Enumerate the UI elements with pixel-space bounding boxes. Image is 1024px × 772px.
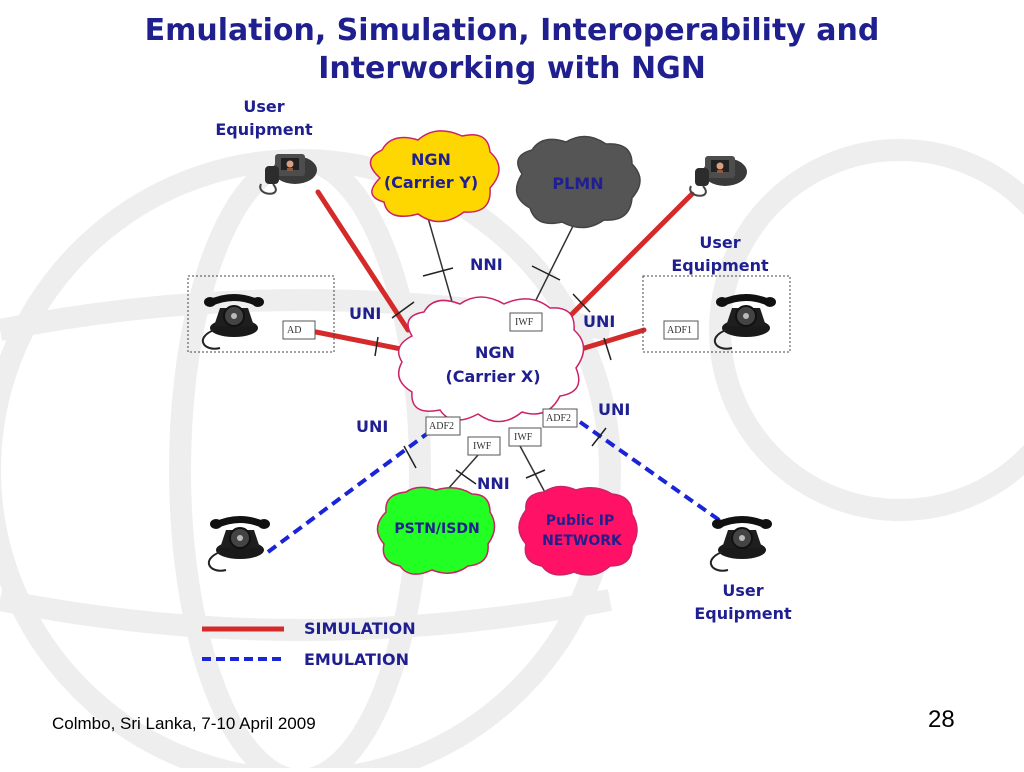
rotary-phone-icon-bottomright [709, 515, 773, 572]
link-ngn-y [427, 217, 456, 313]
uni-label-right-top: UNI [583, 312, 615, 331]
pstn-label: PSTN/ISDN [394, 521, 479, 537]
tick-nni-y [422, 267, 454, 277]
emu-link-right [578, 420, 724, 524]
ue-label-topleft-2: Equipment [215, 120, 313, 139]
legend-simulation-label: SIMULATION [304, 619, 416, 638]
cloud-ngn-carrier-x: NGN (Carrier X) [397, 296, 585, 423]
plmn-label: PLMN [552, 174, 603, 193]
box-iwf-right: IWF [508, 427, 542, 447]
cloud-public-ip: Public IP NETWORK [518, 485, 638, 576]
ue-label-right-2: Equipment [671, 256, 769, 275]
background-globe-watermark [0, 139, 1024, 772]
ue-label-bottomright-1: User [722, 581, 763, 600]
slide-title-line-2: Interworking with NGN [318, 51, 706, 86]
interface-boxes: AD ADF1 IWF ADF2 IWF IWF ADF2 [282, 312, 699, 456]
public-ip-label-2: NETWORK [542, 533, 623, 549]
simulation-links [313, 189, 695, 353]
tick-uni-r [603, 337, 612, 361]
emulation-links [266, 420, 724, 554]
sim-link-phone-left [313, 329, 409, 353]
sim-link-ue-topleft [315, 189, 411, 333]
box-adf1-label: ADF1 [667, 325, 692, 336]
box-adf2-right-label: ADF2 [546, 413, 571, 424]
tick-uni-tr [572, 293, 591, 313]
ue-label-topleft-1: User [243, 97, 284, 116]
uni-label-left-top: UNI [349, 304, 381, 323]
box-adf2-left-label: ADF2 [429, 421, 454, 432]
tick-uni-tl [391, 301, 415, 319]
ngn-x-label-2: (Carrier X) [445, 367, 540, 386]
tick-nni-plmn [531, 265, 561, 281]
box-ad: AD [282, 320, 316, 340]
box-iwf-top: IWF [509, 312, 543, 332]
ue-label-bottomright-2: Equipment [694, 604, 792, 623]
sim-link-phone-right [575, 327, 647, 353]
cloud-ngn-carrier-y: NGN (Carrier Y) [369, 130, 500, 223]
public-ip-label-1: Public IP [546, 513, 615, 529]
cloud-plmn: PLMN [515, 135, 641, 229]
tick-nni-ip [525, 469, 546, 479]
legend-emulation-label: EMULATION [304, 650, 409, 669]
box-iwf-left: IWF [467, 436, 501, 456]
slide-footer: Colmbo, Sri Lanka, 7-10 April 2009 [52, 714, 316, 733]
tick-uni-bl [403, 445, 417, 469]
legend: SIMULATION EMULATION [202, 619, 416, 669]
link-public-ip [519, 445, 549, 499]
diagram-labels: User Equipment User Equipment User Equip… [215, 97, 792, 623]
nni-label-top: NNI [470, 255, 503, 274]
nni-label-bottom: NNI [477, 474, 510, 493]
uni-label-right-bottom: UNI [598, 400, 630, 419]
ue-label-right-1: User [699, 233, 740, 252]
box-iwf-left-label: IWF [473, 441, 492, 452]
uni-label-left-bottom: UNI [356, 417, 388, 436]
tick-uni-l [374, 336, 379, 357]
tick-nni-pstn [455, 469, 477, 485]
cloud-pstn-isdn: PSTN/ISDN [376, 486, 496, 575]
box-adf2-right: ADF2 [542, 408, 578, 428]
slide-title: Emulation, Simulation, Interoperability … [40, 12, 984, 88]
ngn-y-label-2: (Carrier Y) [384, 173, 478, 192]
box-iwf-right-label: IWF [514, 432, 533, 443]
box-adf1: ADF1 [663, 320, 699, 340]
videophone-icon-topright [689, 155, 748, 197]
ngn-y-label-1: NGN [411, 150, 451, 169]
ad-enclosure [187, 275, 335, 353]
emu-link-left [266, 428, 434, 554]
sim-link-ue-topright [565, 191, 695, 321]
page-number: 28 [928, 706, 955, 733]
ngn-x-label-1: NGN [475, 343, 515, 362]
box-iwf-top-label: IWF [515, 317, 534, 328]
adf1-enclosure [642, 275, 791, 353]
reference-ticks [374, 265, 612, 485]
box-adf2-left: ADF2 [425, 416, 461, 436]
box-ad-label: AD [287, 325, 301, 336]
slide-title-line-1: Emulation, Simulation, Interoperability … [144, 13, 880, 48]
rotary-phone-icon-bottomleft [207, 515, 271, 572]
tick-uni-br [591, 427, 607, 447]
